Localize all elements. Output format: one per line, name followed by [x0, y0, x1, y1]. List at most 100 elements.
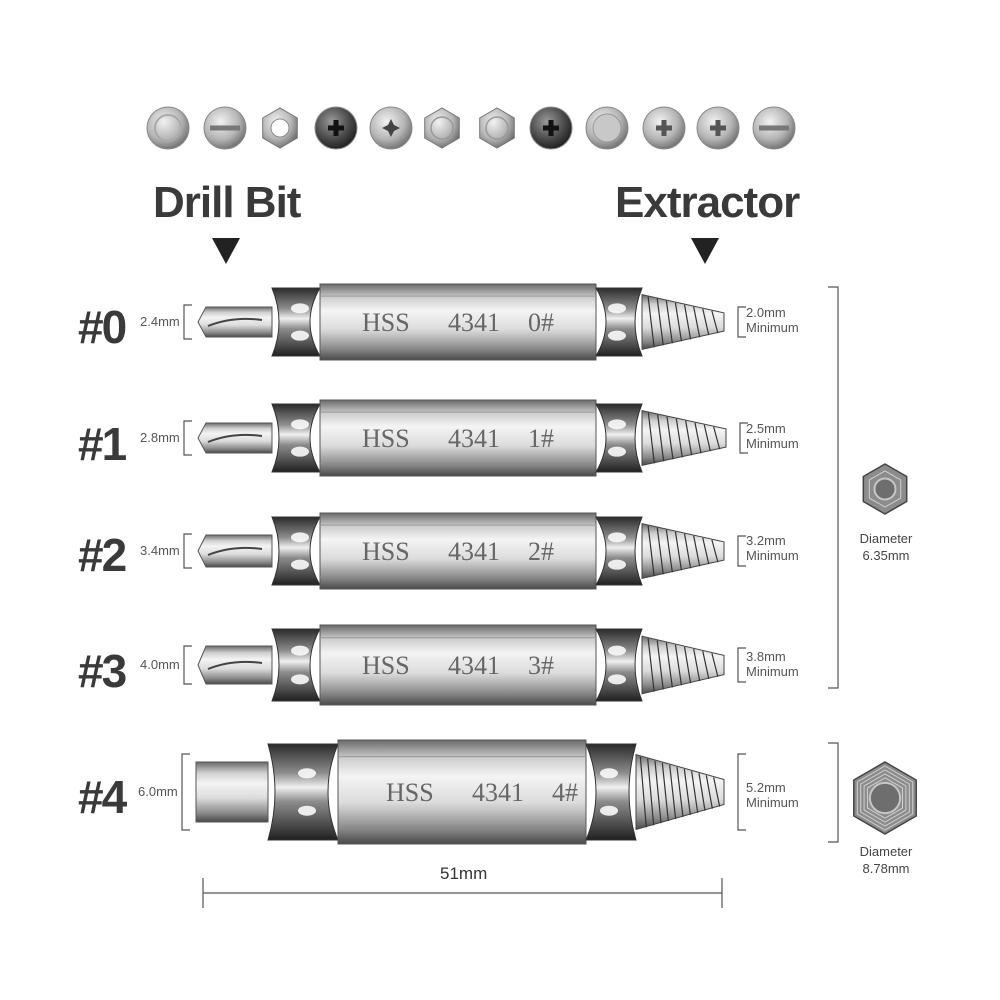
- large-hex-caption-line2: 8.78mm: [862, 861, 910, 876]
- drill-bracket: [183, 533, 192, 569]
- extractor-tip: [641, 294, 725, 350]
- left-collar: [271, 628, 321, 702]
- drill-tip: [197, 422, 273, 454]
- extractor-bit-4: HSS 4341 4#: [181, 739, 746, 845]
- right-collar: [595, 516, 643, 586]
- large-hex-caption-line1: Diameter: [859, 844, 913, 859]
- small-hex-caption-line1: Diameter: [859, 531, 913, 546]
- hex-shank: HSS 4341 4#: [337, 739, 587, 845]
- extractor-bracket: [737, 306, 746, 338]
- dimension-marks: [181, 753, 746, 831]
- left-collar: [271, 403, 321, 473]
- drill-tip: [195, 761, 269, 823]
- extractor-size-qualifier: Minimum: [746, 436, 799, 451]
- round-head-icon: [146, 106, 190, 150]
- bit-size-label-3: #3: [78, 645, 127, 697]
- extractor-tip: [641, 635, 725, 695]
- phillips-dark-icon: [529, 106, 573, 150]
- extractor-tip: [641, 523, 725, 579]
- engraving-2: 4#: [552, 778, 578, 807]
- torx-screw-icon: [369, 106, 413, 150]
- extractor-size-value: 2.0mm: [746, 305, 786, 320]
- phillips-light-icon: [642, 106, 686, 150]
- extractor-size-qualifier: Minimum: [746, 664, 799, 679]
- extractor-arrow-icon: [691, 238, 719, 264]
- small-hex-caption: Diameter 6.35mm: [848, 530, 924, 564]
- phillips-black-icon: [314, 106, 358, 150]
- drill-bracket: [183, 420, 192, 456]
- flat-head-icon: [585, 106, 629, 150]
- extractor-size-qualifier: Minimum: [746, 795, 799, 810]
- engraving-1: 4341: [448, 537, 500, 566]
- right-collar: [595, 403, 643, 473]
- hex-shank: HSS 4341 3#: [319, 624, 597, 706]
- drill-tip: [197, 534, 273, 568]
- engraving-2: 3#: [528, 651, 554, 680]
- extractor-bracket: [737, 535, 746, 567]
- slotted-screw-icon: [203, 106, 247, 150]
- small-hex-caption-line2: 6.35mm: [862, 548, 910, 563]
- drill-tip: [197, 645, 273, 685]
- extractor-bit-2: HSS 4341 2#: [183, 512, 746, 590]
- phillips-silver-icon: [696, 106, 740, 150]
- length-dimension-line: [202, 878, 723, 908]
- drill-bracket: [183, 645, 192, 685]
- dimension-marks: [183, 304, 746, 340]
- right-collar: [595, 628, 643, 702]
- drill-diameter-1: 2.8mm: [140, 430, 180, 445]
- dimension-marks: [183, 645, 746, 685]
- bit-size-label-1: #1: [78, 418, 127, 470]
- engraving-1: 4341: [472, 778, 524, 807]
- engraving-0: HSS: [362, 537, 410, 566]
- extractor-tip: [635, 753, 725, 831]
- drill-diameter-0: 2.4mm: [140, 314, 180, 329]
- drill-diameter-4: 6.0mm: [138, 784, 178, 799]
- extractor-bracket: [737, 647, 746, 683]
- hex-head-icon: [479, 107, 515, 149]
- extractor-size-qualifier: Minimum: [746, 320, 799, 335]
- engraving-0: HSS: [386, 778, 434, 807]
- hex-bolt-icon: [424, 107, 460, 149]
- large-hex-caption: Diameter 8.78mm: [848, 843, 924, 877]
- extractor-size-value: 2.5mm: [746, 421, 786, 436]
- bit-size-label-0: #0: [78, 301, 127, 353]
- bit-size-label-2: #2: [78, 529, 127, 581]
- right-collar: [585, 743, 637, 841]
- extractor-size-value: 5.2mm: [746, 780, 786, 795]
- engraving-1: 4341: [448, 651, 500, 680]
- drill-bit-arrow-icon: [212, 238, 240, 264]
- engraving-0: HSS: [362, 651, 410, 680]
- right-collar: [595, 287, 643, 357]
- drill-bit-heading: Drill Bit: [153, 178, 301, 227]
- slotted-light-icon: [752, 106, 796, 150]
- extractor-bit-3: HSS 4341 3#: [183, 624, 746, 706]
- small-hex-icon: [862, 463, 908, 515]
- drill-diameter-3: 4.0mm: [140, 657, 180, 672]
- hex-nut-icon: [262, 107, 298, 149]
- extractor-heading: Extractor: [615, 178, 800, 227]
- engraving-2: 0#: [528, 308, 554, 337]
- left-collar: [271, 287, 321, 357]
- engraving-2: 2#: [528, 537, 554, 566]
- small-hex-bracket: [828, 286, 839, 689]
- extractor-size-value: 3.8mm: [746, 649, 786, 664]
- extractor-bracket: [739, 422, 748, 454]
- left-collar: [271, 516, 321, 586]
- engraving-0: HSS: [362, 308, 410, 337]
- drill-diameter-2: 3.4mm: [140, 543, 180, 558]
- dimension-marks: [183, 420, 748, 456]
- drill-tip: [197, 306, 273, 338]
- bit-size-label-4: #4: [78, 771, 127, 823]
- dimension-marks: [183, 533, 746, 569]
- hex-shank: HSS 4341 2#: [319, 512, 597, 590]
- engraving-0: HSS: [362, 424, 410, 453]
- large-hex-bracket: [828, 742, 839, 843]
